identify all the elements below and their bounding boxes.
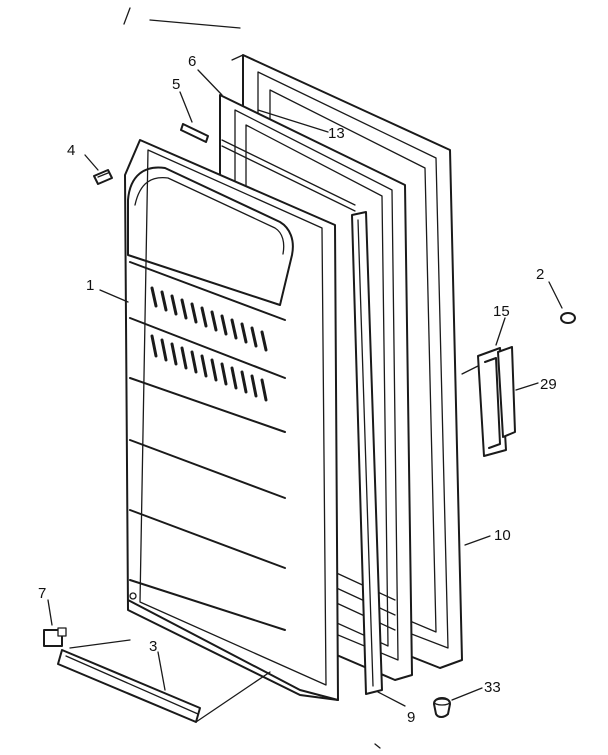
callout-9: 9 bbox=[407, 709, 415, 726]
door-handle bbox=[461, 346, 516, 457]
callout-33: 33 bbox=[484, 679, 501, 696]
callout-1: 1 bbox=[86, 277, 94, 294]
callout-29: 29 bbox=[540, 376, 557, 393]
screw-4 bbox=[93, 169, 113, 185]
callout-5: 5 bbox=[172, 76, 180, 93]
bottom-trim bbox=[57, 639, 271, 723]
callout-7: 7 bbox=[38, 585, 46, 602]
callout-4: 4 bbox=[67, 142, 75, 159]
registration-mark bbox=[149, 19, 241, 29]
callout-13: 13 bbox=[328, 125, 345, 142]
callout-2: 2 bbox=[536, 266, 544, 283]
callout-10: 10 bbox=[494, 527, 511, 544]
registration-mark bbox=[123, 7, 131, 25]
door-gasket bbox=[351, 211, 383, 695]
vent-slats bbox=[150, 286, 268, 402]
callout-6: 6 bbox=[188, 53, 196, 70]
inner-door-panel bbox=[124, 139, 339, 701]
top-hinge-parts bbox=[180, 123, 356, 212]
callout-15: 15 bbox=[493, 303, 510, 320]
screw-2 bbox=[560, 312, 576, 324]
hinge-block bbox=[43, 627, 67, 647]
hinge-pin-33 bbox=[433, 697, 451, 718]
callout-3: 3 bbox=[149, 638, 157, 655]
leader-lines bbox=[47, 69, 563, 707]
registration-mark bbox=[374, 743, 381, 749]
